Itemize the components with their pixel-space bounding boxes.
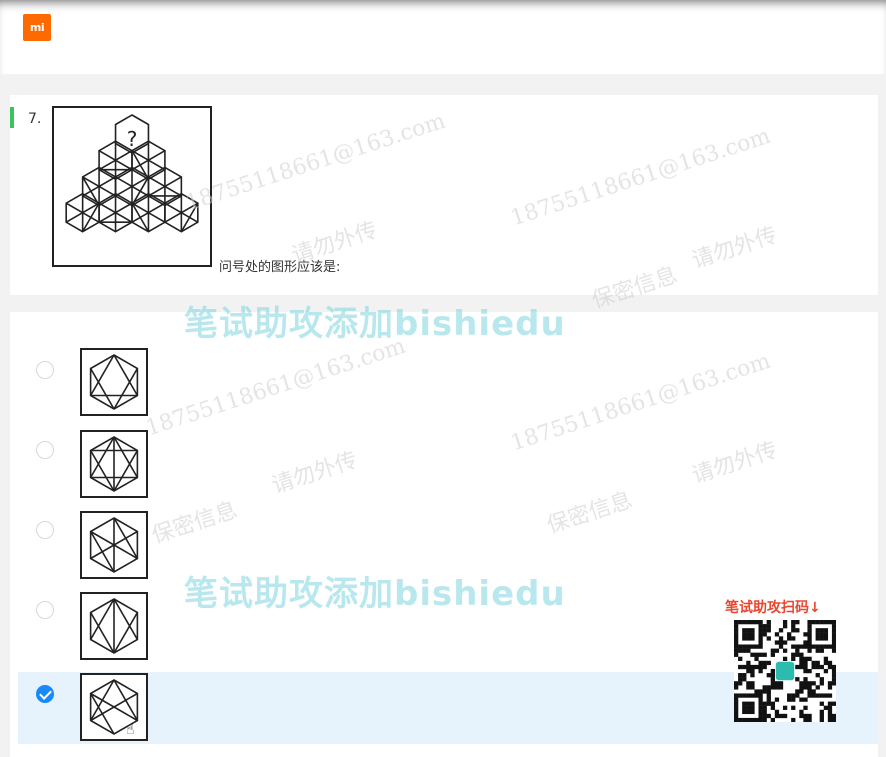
option-c-radio[interactable] <box>36 521 54 539</box>
question-figure: ? <box>52 106 212 267</box>
mi-logo-icon[interactable]: mi <box>23 14 51 41</box>
option-d-radio[interactable] <box>36 601 54 619</box>
hexagon-option-figure <box>89 354 139 410</box>
hexagon-pyramid-figure: ? <box>65 114 199 233</box>
promo-label: 笔试助攻扫码↓ <box>725 600 821 616</box>
hexagon-option-figure <box>89 598 139 654</box>
option-a-radio[interactable] <box>36 361 54 379</box>
option-a[interactable] <box>18 338 878 410</box>
question-number: 7. <box>28 111 42 127</box>
hexagon-option-figure <box>89 517 139 573</box>
question-text: 问号处的图形应该是: <box>219 260 341 275</box>
option-e-radio-checkmark-icon[interactable] <box>36 685 54 703</box>
option-c[interactable] <box>18 498 878 570</box>
qr-code-icon <box>734 620 837 723</box>
banner-watermark: 笔试助攻添加bishiedu <box>184 304 566 344</box>
hexagon-option-figure <box>89 436 139 492</box>
option-e-figure[interactable] <box>80 673 148 741</box>
option-c-figure[interactable] <box>80 511 148 579</box>
option-b-figure[interactable] <box>80 430 148 498</box>
option-b[interactable] <box>18 418 878 490</box>
option-d-figure[interactable] <box>80 592 148 660</box>
qr-code[interactable] <box>734 620 837 723</box>
option-d[interactable] <box>18 578 878 650</box>
option-a-figure[interactable] <box>80 348 148 416</box>
hand-cursor-icon: ☝ <box>126 722 135 738</box>
option-b-radio[interactable] <box>36 441 54 459</box>
top-bar: mi <box>0 0 886 74</box>
banner-watermark: 笔试助攻添加bishiedu <box>184 574 566 614</box>
question-accent-bar <box>10 107 14 128</box>
question-mark: ? <box>127 127 138 151</box>
hexagon-option-figure <box>89 679 139 735</box>
